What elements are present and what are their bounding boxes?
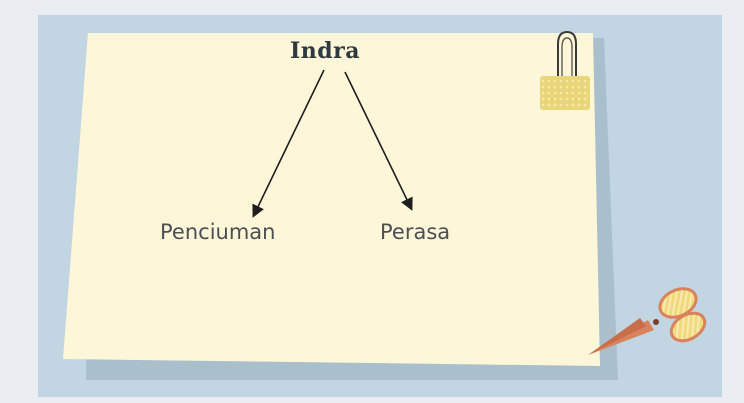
binder-clip-icon <box>540 30 590 110</box>
paper-sheet <box>63 33 600 366</box>
node-perasa: Perasa <box>380 220 451 244</box>
scissors-icon <box>588 287 707 355</box>
arrow-to-perasa <box>344 71 413 211</box>
diagram-title: Indra <box>289 38 360 64</box>
arrow-to-penciuman <box>252 69 325 218</box>
node-penciuman: Penciuman <box>160 220 276 244</box>
